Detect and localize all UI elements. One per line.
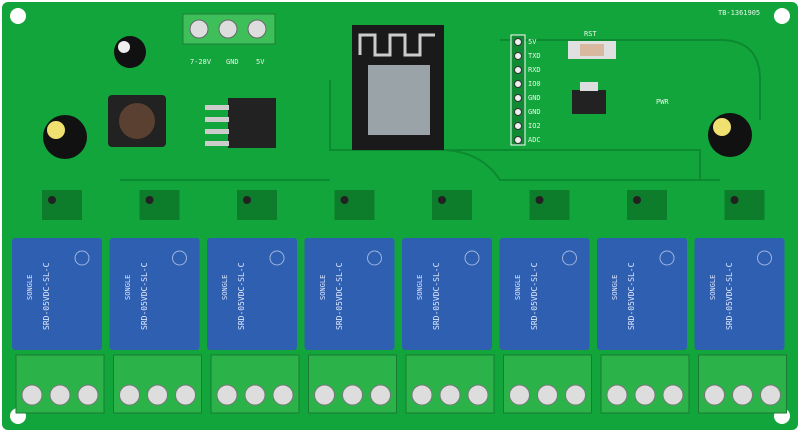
screw bbox=[439, 384, 461, 406]
traces bbox=[120, 39, 761, 181]
terminal-label-vin: 7-28V bbox=[190, 58, 212, 66]
screw bbox=[244, 384, 266, 406]
part-code: TB-1361905 bbox=[718, 9, 761, 17]
driver-circuit bbox=[139, 190, 180, 220]
relay-model-label: SRD-05VDC-SL-C bbox=[627, 262, 636, 330]
relay-brand-label: SONGLE bbox=[221, 274, 229, 300]
capacitor bbox=[708, 113, 752, 157]
relay-brand-label: SONGLE bbox=[611, 274, 619, 300]
led bbox=[48, 196, 56, 204]
terminal-label-5v: 5V bbox=[256, 58, 265, 66]
relay-model-label: SRD-05VDC-SL-C bbox=[724, 262, 734, 330]
regulator bbox=[228, 98, 276, 148]
relay-model-label: SRD-05VDC-SL-C bbox=[432, 262, 441, 330]
screw bbox=[49, 384, 71, 406]
screw bbox=[216, 384, 238, 406]
screw bbox=[565, 384, 586, 406]
screw bbox=[634, 384, 656, 406]
screw bbox=[21, 384, 43, 406]
relay-model-label: SRD-05VDC-SL-C bbox=[42, 262, 51, 330]
driver-circuit bbox=[334, 190, 375, 220]
pin-header bbox=[510, 34, 526, 146]
led bbox=[633, 196, 641, 204]
screw bbox=[411, 384, 433, 406]
screw bbox=[704, 384, 725, 406]
esp-shield bbox=[368, 65, 430, 135]
screw bbox=[147, 384, 168, 406]
screw bbox=[77, 384, 99, 406]
relay bbox=[12, 238, 102, 350]
screw bbox=[537, 384, 558, 406]
relay-model-label: SRD-05VDC-SL-C bbox=[334, 262, 344, 330]
relay-brand-label: SONGLE bbox=[26, 274, 34, 300]
driver-circuit bbox=[42, 190, 82, 220]
relay-brand-label: SONGLE bbox=[513, 274, 522, 300]
relay-model-label: SRD-05VDC-SL-C bbox=[139, 262, 149, 330]
screw bbox=[272, 384, 294, 406]
header-pin-label: IO0 bbox=[528, 80, 541, 88]
header-pin-label: ADC bbox=[528, 136, 541, 144]
relay bbox=[694, 238, 785, 350]
relay bbox=[597, 238, 687, 350]
mount-hole bbox=[10, 8, 26, 24]
screw bbox=[314, 384, 335, 406]
led bbox=[730, 196, 739, 204]
screw bbox=[370, 384, 391, 406]
capacitor bbox=[114, 36, 146, 68]
screw bbox=[606, 384, 628, 406]
relay-brand-label: SONGLE bbox=[708, 274, 717, 300]
screw bbox=[732, 384, 753, 406]
screw bbox=[760, 384, 781, 406]
header-pin-label: GND bbox=[528, 108, 541, 116]
screw bbox=[509, 384, 530, 406]
driver-circuit bbox=[529, 190, 570, 220]
relay bbox=[109, 238, 200, 350]
screw bbox=[342, 384, 363, 406]
screw bbox=[119, 384, 140, 406]
relay bbox=[402, 238, 492, 350]
driver-circuit bbox=[627, 190, 667, 220]
relay-brand-label: SONGLE bbox=[123, 274, 132, 300]
driver-circuit bbox=[724, 190, 765, 220]
relay-model-label: SRD-05VDC-SL-C bbox=[237, 262, 246, 330]
header-pin-label: TXD bbox=[528, 52, 541, 60]
reset-label: RST bbox=[584, 30, 597, 38]
relay-brand-label: SONGLE bbox=[416, 274, 424, 300]
header-pin-label: RXD bbox=[528, 66, 541, 74]
pwr-label: PWR bbox=[656, 98, 669, 106]
capacitor bbox=[43, 115, 87, 159]
header-pin-label: GND bbox=[528, 94, 541, 102]
terminal-label-gnd: GND bbox=[226, 58, 239, 66]
led bbox=[340, 196, 349, 204]
mount-hole bbox=[774, 8, 790, 24]
relay bbox=[304, 238, 395, 350]
relay-model-label: SRD-05VDC-SL-C bbox=[529, 262, 539, 330]
led bbox=[535, 196, 544, 204]
led bbox=[145, 196, 154, 204]
header-pin-label: 5V bbox=[528, 38, 537, 46]
screw bbox=[175, 384, 196, 406]
header-pin-label: IO2 bbox=[528, 122, 541, 130]
driver-circuit bbox=[237, 190, 277, 220]
relay bbox=[499, 238, 590, 350]
relay-brand-label: SONGLE bbox=[318, 274, 327, 300]
screw bbox=[662, 384, 684, 406]
relay bbox=[207, 238, 297, 350]
driver-circuit bbox=[432, 190, 472, 220]
led bbox=[438, 196, 446, 204]
screw bbox=[467, 384, 489, 406]
led bbox=[243, 196, 251, 204]
